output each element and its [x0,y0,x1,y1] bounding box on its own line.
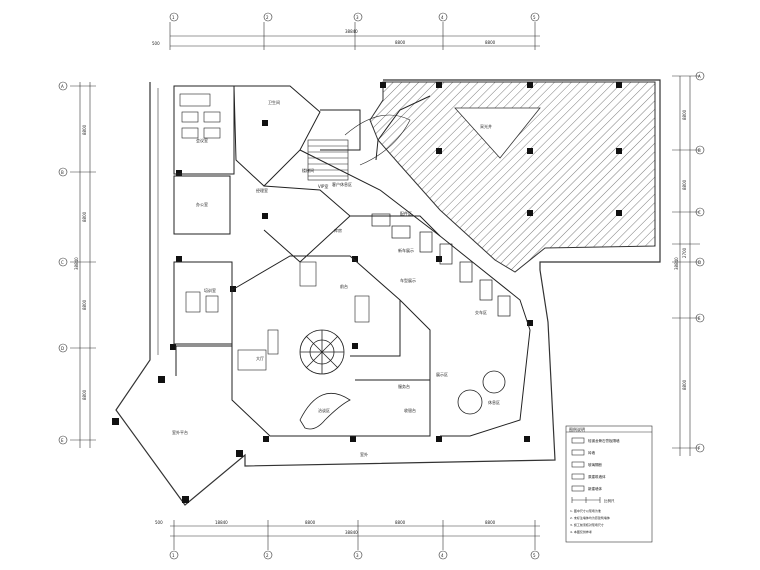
hatched-terrace [369,81,656,273]
legend-title: 图例说明 [569,426,585,432]
dim-right-c: 2700 [682,247,687,258]
axis-left-a: A [61,84,64,89]
room-labels: 会议室 办公室 培训室 经理室 楼梯间 VIP室 客户休息区 库房 配件区 新车… [172,99,500,457]
car-display [371,213,511,317]
dim-bottom-a: 18840 [215,520,228,525]
dim-bottom-total: 38840 [345,530,358,535]
axis-right-a: A [698,74,701,79]
top-axis-grid [169,12,540,50]
light-well-label: 采光井 [480,123,492,129]
room-exhibition: 展示区 [436,371,448,377]
room-reception: 前台 [340,283,348,289]
dim-bottom-b: 8800 [305,520,316,525]
legend-row-3: 玻璃隔断 [588,462,602,467]
axis-bottom-3: 3 [356,553,359,558]
room-office: 办公室 [196,201,208,207]
dim-bottom-d: 8800 [485,520,496,525]
room-meeting: 会议室 [196,137,208,143]
reception-desk [299,392,351,430]
interior-walls [173,85,531,437]
axis-top-1: 1 [172,15,175,20]
legend-row-1: 轻钢龙骨石膏板隔墙 [588,438,620,443]
dim-right-b: 8800 [682,179,687,190]
dim-right-d: 8800 [682,379,687,390]
round-tables [457,370,506,415]
axis-right-f: F [698,446,701,451]
legend-note-4: 4. 本图仅供参考 [570,529,592,534]
axis-left-c: C [61,260,64,265]
axis-left-e: E [61,438,64,443]
axis-bottom-2: 2 [266,553,269,558]
light-well [454,107,541,159]
room-parts: 配件区 [400,210,412,216]
room-car-show: 车型展示 [400,277,416,283]
dim-right-a: 8800 [682,109,687,120]
dim-top-total: 38840 [345,29,358,34]
room-outdoor-terrace: 室外平台 [172,429,188,435]
axis-right-c: C [698,210,701,215]
dim-left-total: 38840 [74,257,79,270]
room-toilet: 卫生间 [268,99,280,105]
axis-top-4: 4 [441,15,444,20]
axis-bottom-5: 5 [533,553,536,558]
room-training: 培训室 [204,287,216,293]
legend-scale: 比例尺 [604,498,615,503]
legend-row-4: 原建筑墙体 [588,474,606,479]
dim-right-total: 38840 [674,257,679,270]
dim-left-d: 8800 [82,389,87,400]
dim-left-b: 8800 [82,211,87,222]
dim-top-c: 8800 [485,40,496,45]
axis-left-b: B [61,170,64,175]
room-customer-rest: 客户休息区 [332,181,352,187]
dim-left-a: 8800 [82,124,87,135]
room-stair: 楼梯间 [302,167,314,173]
room-outside: 室外 [360,451,368,457]
room-delivery: 交车区 [475,309,487,315]
axis-bottom-4: 4 [441,553,444,558]
left-axis-grid [58,81,96,448]
legend-note-1: 1. 图中尺寸以现场为准 [570,508,601,513]
room-negotiation: 洽谈区 [318,407,330,413]
axis-right-d: D [698,260,701,265]
axis-left-d: D [61,346,64,351]
axis-top-5: 5 [533,15,536,20]
legend-row-2: 砖墙 [588,450,596,455]
dim-left-c: 8800 [82,299,87,310]
room-service-desk: 服务台 [398,383,410,389]
axis-top-3: 3 [356,15,359,20]
legend-box [565,425,653,543]
outer-boundary [115,79,661,506]
dim-bottom-off: 500 [155,520,163,525]
right-axis-grid [672,71,705,456]
dim-bottom-c: 8800 [395,520,406,525]
room-vip: VIP室 [318,183,328,189]
room-store: 库房 [334,227,342,233]
axis-right-b: B [698,148,701,153]
axis-right-e: E [698,316,701,321]
dim-top-b: 8800 [395,40,406,45]
axis-top-2: 2 [266,15,269,20]
legend-note-2: 2. 未标注墙体均为原建筑墙体 [570,515,610,520]
axis-bottom-1: 1 [172,553,175,558]
columns [112,82,622,503]
meeting-tables [179,93,370,371]
room-cashier: 收银台 [404,407,416,413]
room-lobby: 大厅 [256,355,264,361]
bottom-axis-grid [169,520,540,560]
legend-note-3: 3. 施工前须核对现场尺寸 [570,522,604,527]
main-stair [307,114,411,181]
room-manager: 经理室 [256,187,268,193]
room-new-car: 新车展示 [398,247,414,253]
dim-top-off: 500 [152,41,160,46]
axis-labels: 1 2 3 4 5 1 2 3 4 5 A B C D E A B C D E … [61,15,701,558]
room-lounge: 休息区 [488,399,500,405]
spiral-stair [299,329,345,375]
legend-row-5: 新建墙体 [588,486,602,491]
